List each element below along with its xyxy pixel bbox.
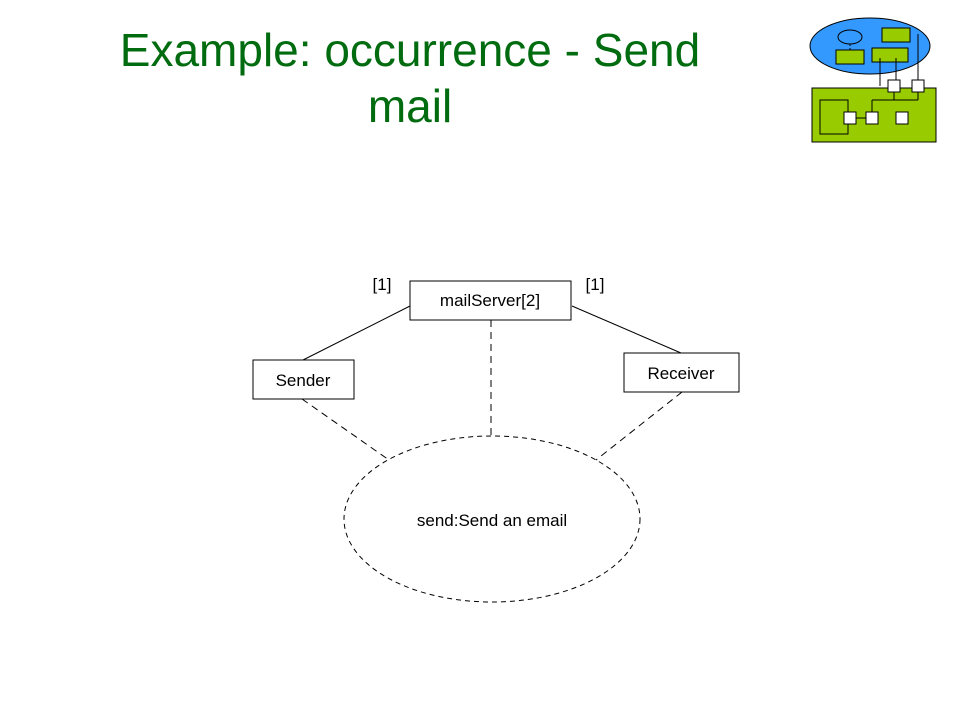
- multiplicity-left: [1]: [373, 275, 392, 294]
- logo-port-5: [895, 111, 909, 125]
- binding-receiver: [595, 391, 683, 461]
- slide-title-line-1: Example: occurrence - Send: [119, 24, 701, 76]
- logo-box-top-right: [881, 27, 911, 43]
- connector-server-receiver: [571, 305, 682, 354]
- collaboration-label: send:Send an email: [417, 511, 567, 530]
- receiver-label: Receiver: [647, 364, 714, 383]
- collaboration-ellipse: [343, 435, 641, 603]
- connector-server-sender: [302, 305, 411, 361]
- slide-title: Example: occurrence - Send mail: [40, 22, 780, 134]
- system-structure-logo-icon: [809, 17, 937, 143]
- mail-server-label: mailServer[2]: [440, 291, 540, 310]
- multiplicity-right: [1]: [586, 275, 605, 294]
- mail-server-box: [409, 280, 572, 321]
- binding-sender: [301, 398, 390, 461]
- sender-label: Sender: [276, 371, 331, 390]
- sender-box: [252, 359, 355, 400]
- slide-title-line-2: mail: [367, 80, 453, 132]
- receiver-box: [623, 352, 740, 393]
- logo-box-mid-right: [871, 47, 909, 63]
